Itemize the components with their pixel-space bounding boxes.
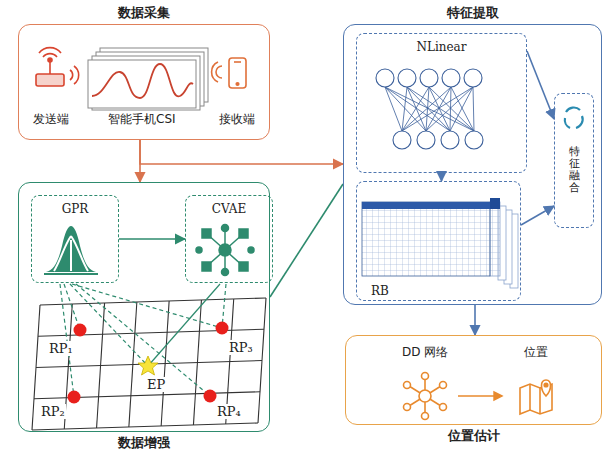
- rb-matrix: [362, 198, 518, 288]
- point-label: RP₁: [48, 341, 74, 356]
- model-box: GPR: [31, 195, 119, 283]
- connector: [527, 51, 554, 119]
- box-label: RB: [371, 284, 389, 298]
- grid-map: [32, 298, 266, 430]
- stage-panel: 特征提取NLinearRB特征融合: [343, 24, 602, 305]
- connector: [119, 238, 185, 240]
- cvae-icon: [196, 225, 254, 276]
- flow-arrow: [458, 392, 502, 400]
- model-box: CVAE: [185, 195, 273, 283]
- nlinear-net: [376, 69, 483, 149]
- point-label: EP: [146, 377, 166, 392]
- caption: 发送端: [33, 112, 69, 126]
- stage-title: 位置估计: [346, 428, 601, 444]
- connector: [140, 140, 343, 164]
- vertical-label: 特征融合: [569, 146, 580, 194]
- stage-title: 数据增强: [19, 435, 269, 451]
- fusion-icon: [565, 108, 583, 128]
- network-box: RB: [356, 181, 521, 301]
- box-label: CVAE: [186, 202, 272, 216]
- estimate-star: [138, 356, 158, 375]
- stage-title: 数据采集: [19, 5, 269, 21]
- box-label: NLinear: [357, 40, 526, 54]
- stage-panel: 数据增强GPRCVAE: [18, 182, 270, 432]
- router-icon: [36, 48, 79, 86]
- point-label: RP₃: [228, 340, 254, 355]
- network-box: NLinear: [356, 33, 527, 173]
- stage-panel: 位置估计: [345, 335, 602, 425]
- gpr-icon: [44, 226, 98, 274]
- point-label: RP₄: [216, 404, 242, 419]
- map-icon: [520, 380, 552, 414]
- caption: 智能手机CSI: [108, 112, 176, 126]
- tie-lines: [60, 284, 226, 397]
- caption: 位置: [524, 345, 548, 359]
- connector: [270, 184, 343, 297]
- connector: [521, 206, 554, 225]
- fusion-box: 特征融合: [554, 93, 594, 228]
- csi-cards: [88, 48, 208, 110]
- reference-points: [68, 322, 229, 404]
- stage-title: 特征提取: [344, 5, 601, 21]
- box-label: GPR: [32, 202, 118, 216]
- point-label: RP₂: [40, 404, 66, 419]
- caption: DD 网络: [402, 345, 448, 359]
- phone-icon: [212, 58, 246, 88]
- connector: [474, 305, 476, 335]
- dd-net-icon: [404, 373, 447, 420]
- caption: 接收端: [219, 112, 255, 126]
- connector: [441, 173, 443, 181]
